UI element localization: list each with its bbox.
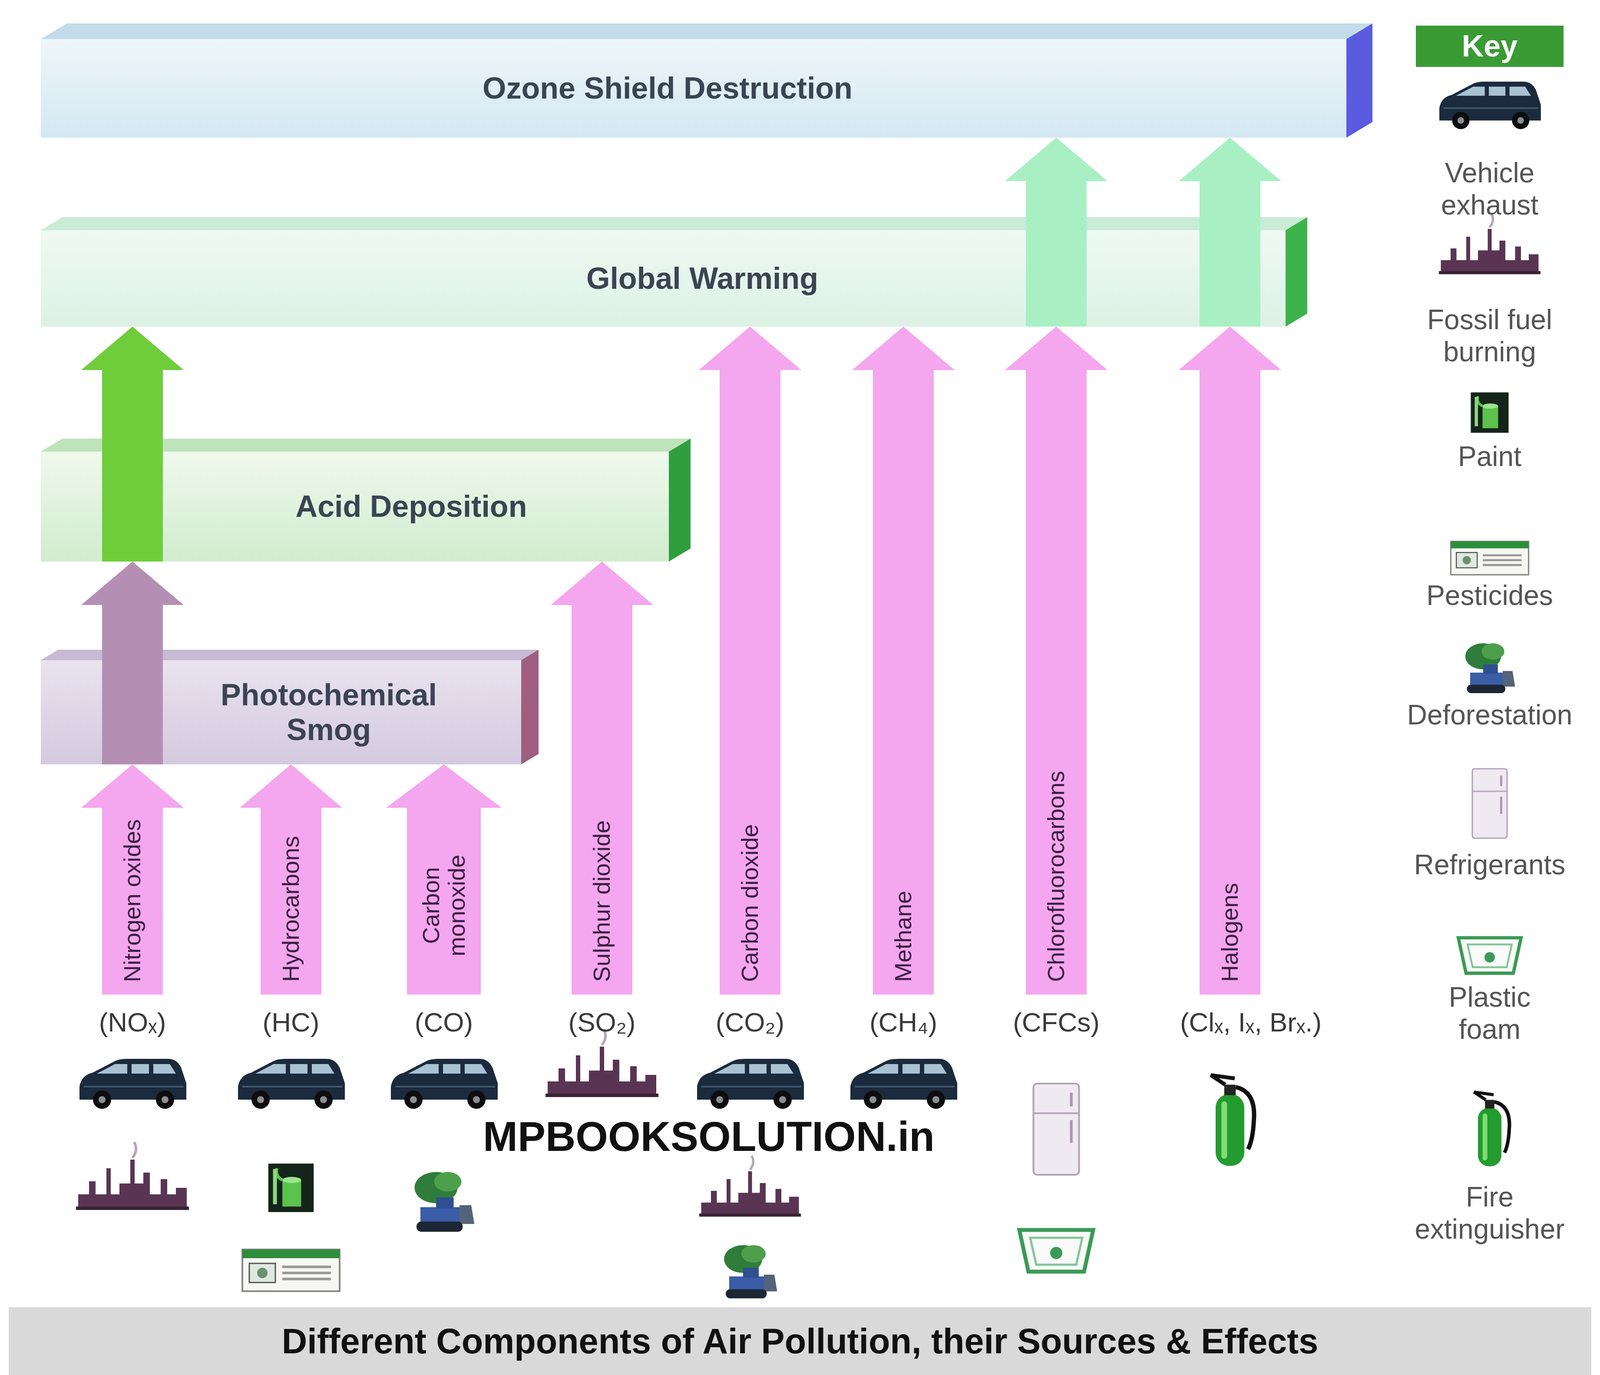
effect-band: Acid Deposition bbox=[40, 451, 669, 562]
source-icon bbox=[699, 1155, 801, 1217]
pollutant-arrow: Nitrogen oxides bbox=[102, 812, 163, 995]
pollutant-name: Methane bbox=[890, 796, 916, 989]
formula-label: (Clₓ, Iₓ, Brₓ.) bbox=[1180, 1006, 1322, 1038]
legend-text: Paint bbox=[1389, 440, 1590, 473]
legend-icon bbox=[1438, 213, 1541, 275]
effect-band: Ozone Shield Destruction bbox=[40, 39, 1347, 138]
band-title: Global Warming bbox=[586, 261, 819, 297]
formula-label: (NOₓ) bbox=[99, 1006, 167, 1038]
legend-text: Vehicle exhaust bbox=[1418, 157, 1562, 222]
band-shape bbox=[40, 23, 1373, 138]
effect-arrow bbox=[386, 764, 502, 817]
legend-text: Fire extinguisher bbox=[1389, 1181, 1590, 1246]
source-icon bbox=[1019, 1229, 1094, 1272]
pollutant-name: Nitrogen oxides bbox=[119, 819, 146, 989]
source-icon bbox=[79, 1058, 187, 1109]
legend-icon bbox=[1458, 937, 1522, 974]
legend-text: Plastic foam bbox=[1420, 981, 1560, 1046]
pollutant-name: Halogens bbox=[1216, 814, 1243, 989]
source-icon bbox=[238, 1058, 345, 1109]
source-icon bbox=[1210, 1075, 1255, 1167]
legend-text: Refrigerants bbox=[1389, 849, 1590, 882]
pollutant-name: Hydrocarbons bbox=[277, 823, 304, 989]
effect-arrow bbox=[239, 764, 343, 817]
effect-arrow bbox=[81, 764, 184, 813]
pollutant-arrow: Carbon dioxide bbox=[719, 764, 781, 995]
pollutant-arrow: Chlorofluorocarbons bbox=[1025, 712, 1087, 995]
source-icon bbox=[76, 1142, 189, 1210]
pollutant-arrow: Sulphur dioxide bbox=[571, 764, 633, 995]
pollutant-arrow: Halogens bbox=[1199, 807, 1261, 995]
legend-text: Deforestation bbox=[1389, 699, 1590, 732]
diagram-title: Different Components of Air Pollution, t… bbox=[8, 1307, 1592, 1375]
effect-arrow bbox=[1004, 137, 1108, 327]
source-icon bbox=[1033, 1083, 1080, 1175]
effect-arrow bbox=[1004, 326, 1108, 713]
legend-icon bbox=[1465, 643, 1516, 694]
effect-arrow bbox=[1178, 137, 1282, 327]
pollutant-name: Carbon dioxide bbox=[737, 770, 763, 989]
band-title: Ozone Shield Destruction bbox=[482, 70, 853, 106]
pollutant-name: Chlorofluorocarbons bbox=[1043, 718, 1069, 989]
pollutant-arrow: Carbon monoxide bbox=[406, 816, 481, 995]
source-icon bbox=[697, 1058, 804, 1109]
watermark: MPBOOKSOLUTION.in bbox=[482, 1112, 935, 1161]
formula-label: (CFCs) bbox=[1012, 1006, 1100, 1038]
pollutant-arrow: Hydrocarbons bbox=[260, 816, 322, 995]
legend-icon bbox=[1471, 392, 1509, 434]
effect-arrow bbox=[550, 561, 654, 765]
source-icon bbox=[545, 1029, 659, 1098]
source-icon bbox=[414, 1172, 475, 1233]
effect-band: Photochemical Smog bbox=[40, 660, 522, 765]
legend-text: Fossil fuel burning bbox=[1389, 304, 1590, 368]
legend-icon bbox=[1472, 768, 1508, 839]
legend-icon bbox=[1474, 1092, 1510, 1167]
effect-arrow bbox=[1178, 326, 1282, 808]
pollutant-name: Sulphur dioxide bbox=[588, 770, 615, 989]
effect-arrow bbox=[81, 561, 184, 765]
source-icon bbox=[242, 1249, 340, 1292]
effect-band: Global Warming bbox=[40, 230, 1286, 327]
effect-arrow bbox=[698, 326, 802, 765]
band-title: Acid Deposition bbox=[295, 489, 528, 525]
effect-arrow bbox=[852, 326, 955, 791]
band-title: Photochemical Smog bbox=[207, 677, 451, 748]
effect-arrow bbox=[81, 326, 184, 562]
pollutant-name: Carbon monoxide bbox=[418, 849, 470, 962]
source-icon bbox=[850, 1058, 958, 1109]
legend-icon bbox=[1450, 541, 1529, 576]
formula-label: (SO₂) bbox=[568, 1006, 636, 1038]
formula-label: (HC) bbox=[262, 1006, 320, 1038]
legend-text: Pesticides bbox=[1389, 579, 1590, 612]
formula-label: (CH₄) bbox=[869, 1006, 938, 1038]
band-shape bbox=[40, 217, 1308, 327]
title-bar bbox=[8, 1307, 1592, 1375]
pollutant-arrow: Methane bbox=[872, 790, 934, 995]
source-icon bbox=[268, 1163, 314, 1213]
legend-icon bbox=[1439, 81, 1541, 129]
source-icon bbox=[723, 1245, 777, 1299]
formula-label: (CO) bbox=[414, 1006, 473, 1038]
formula-label: (CO₂) bbox=[715, 1006, 785, 1038]
key-heading: Key bbox=[1415, 25, 1564, 67]
source-icon bbox=[390, 1058, 498, 1109]
